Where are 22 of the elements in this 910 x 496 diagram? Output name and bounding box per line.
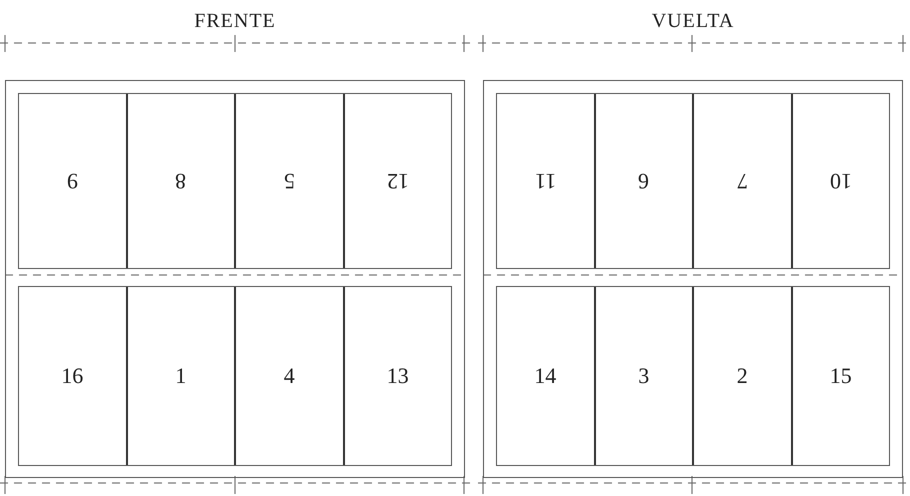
page-number: 12 [386,168,409,194]
sheet-heading: FRENTE [194,10,276,33]
page-number: 7 [736,168,748,194]
page-number: 3 [638,363,650,389]
page-number: 10 [830,168,852,194]
page-number: 4 [284,363,295,389]
page-number: 13 [386,363,409,389]
page-number: 16 [61,363,84,389]
page-number: 1 [175,363,186,389]
page-block [496,93,890,269]
page-block [18,93,452,269]
page-block [496,286,890,466]
sheet-heading: VUELTA [652,10,734,33]
page-number: 11 [534,168,556,194]
page-number: 9 [66,168,78,194]
page-number: 15 [830,363,852,389]
page-number: 5 [284,168,295,194]
page-number: 14 [534,363,556,389]
page-number: 6 [638,168,650,194]
page-number: 8 [175,168,186,194]
page-block [18,286,452,466]
page-number: 2 [736,363,748,389]
